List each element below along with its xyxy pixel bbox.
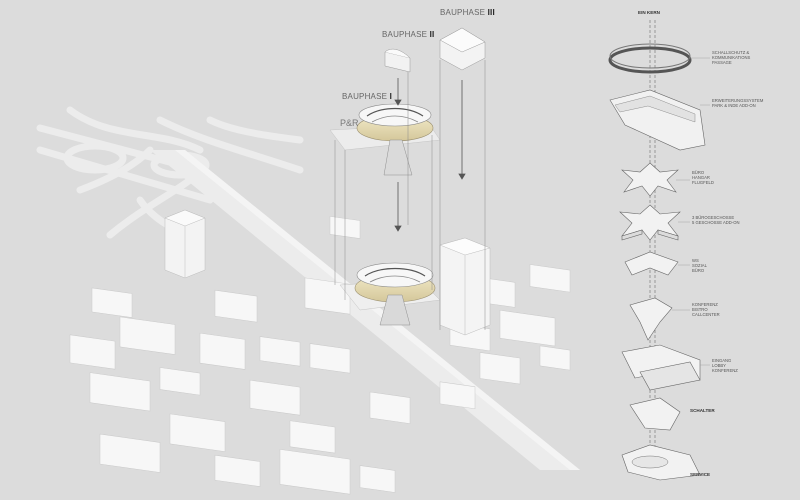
module-phase3 <box>439 27 486 71</box>
core-layer-1 <box>608 43 692 74</box>
phase-2-label: BAUPHASE II <box>382 30 435 39</box>
module-phase2 <box>384 48 411 73</box>
core-layer-4 <box>619 204 681 241</box>
park-ride-label: P&R <box>340 118 359 128</box>
core-layer-7 <box>621 344 701 391</box>
core-layer-6 <box>629 297 673 341</box>
phase-arrows <box>394 78 466 232</box>
station-ground <box>339 262 441 326</box>
city-blocks <box>69 216 571 495</box>
module-phase1 <box>329 103 441 176</box>
service-label: SERVICE <box>690 472 711 477</box>
phase-1-label: BAUPHASE I <box>342 92 393 101</box>
legend-leaders <box>672 57 710 366</box>
core-layer-3 <box>621 162 679 197</box>
phase-3-label: BAUPHASE III <box>440 8 495 17</box>
core-layer-2 <box>609 89 706 151</box>
core-layer-8 <box>629 397 681 431</box>
tower-left <box>164 209 206 279</box>
exploded-core <box>608 20 710 481</box>
projection-lines <box>334 60 486 330</box>
core-layer-5 <box>624 251 679 276</box>
schalter-label: SCHALTER <box>690 408 715 413</box>
core-title: EIN KERN <box>638 10 660 15</box>
core-layer-9 <box>621 444 701 481</box>
tower-phase3-ground <box>439 237 491 336</box>
